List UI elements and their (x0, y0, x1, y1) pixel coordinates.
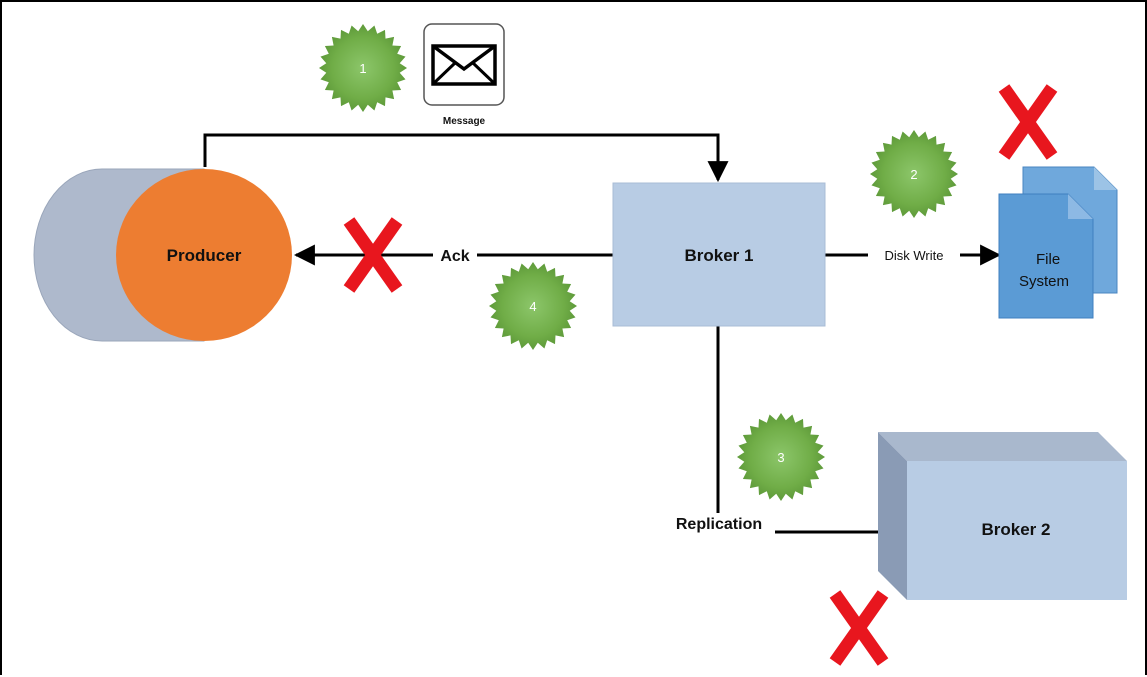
ack-label: Ack (440, 248, 469, 265)
step-badge-4: 4 (489, 262, 577, 350)
step-badge-1-number: 1 (359, 61, 366, 76)
message-label: Message (443, 116, 486, 127)
filesystem-node: File System (998, 166, 1118, 319)
message-node: Message (423, 23, 505, 127)
broker1-label: Broker 1 (685, 246, 754, 265)
failure-x-icon-filesystem (998, 84, 1058, 160)
broker2-top (878, 432, 1127, 461)
step-badge-2: 2 (870, 130, 958, 218)
disk-write-label: Disk Write (885, 248, 944, 263)
broker1-box (612, 182, 826, 327)
failure-x-icon-ack (343, 217, 403, 293)
producer-node: Producer (33, 168, 292, 342)
broker2-side (878, 432, 907, 600)
broker2-node: Broker 2 (878, 432, 1127, 600)
file-front-page (998, 193, 1094, 319)
replication-label: Replication (676, 516, 762, 533)
producer-label: Producer (167, 246, 242, 265)
broker2-label: Broker 2 (982, 520, 1051, 539)
step-badge-3-number: 3 (777, 450, 784, 465)
broker2-front (907, 461, 1127, 600)
filesystem-label-line1: File (1036, 251, 1060, 268)
step-badge-1: 1 (319, 24, 407, 112)
envelope-icon (431, 44, 497, 86)
step-badge-2-number: 2 (910, 167, 917, 182)
message-path (203, 133, 729, 183)
file-back-fold (1094, 167, 1117, 190)
producer-face (116, 169, 292, 341)
step-badge-3: 3 (737, 413, 825, 501)
failure-x-icon-broker2 (829, 590, 889, 666)
step-badge-4-number: 4 (529, 299, 536, 314)
file-front-fold (1068, 194, 1093, 219)
filesystem-label-line2: System (1019, 273, 1069, 290)
broker1-node: Broker 1 (612, 182, 826, 327)
